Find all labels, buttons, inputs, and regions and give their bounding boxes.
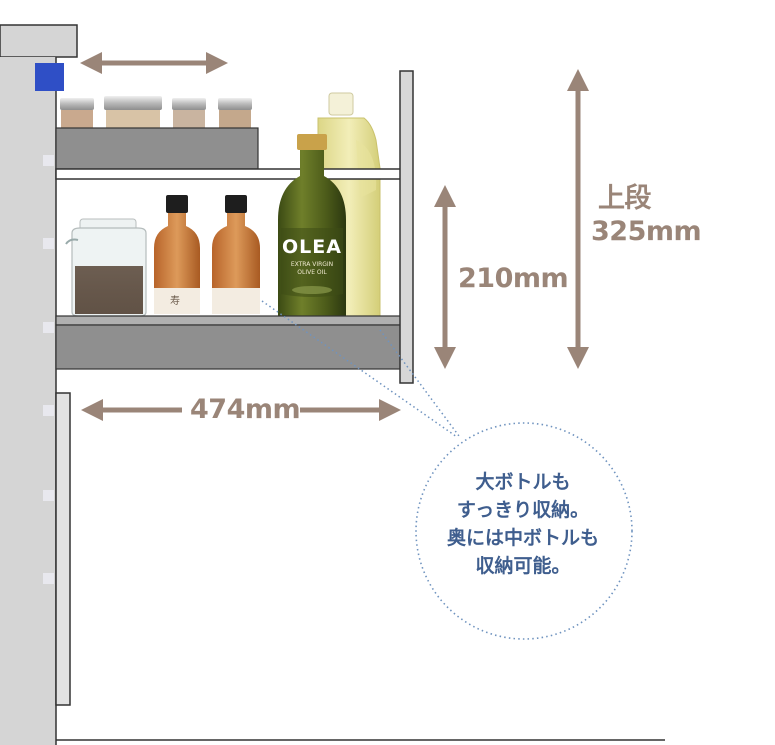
callout-line-4: 収納可能。 — [475, 555, 571, 577]
callout-pointer — [261, 300, 460, 438]
olive-oil-bottle: OLEA EXTRA VIRGIN OLIVE OIL — [278, 134, 346, 316]
top-step-tray — [55, 127, 259, 170]
small-amber-bottle-1: 寿 — [154, 195, 200, 314]
small-amber-bottle-2 — [212, 195, 260, 314]
lower-tray — [55, 315, 402, 370]
top-shelf-board — [55, 168, 402, 180]
cabinet-side-panel — [0, 24, 665, 745]
width-value: 474mm — [190, 394, 301, 425]
callout-circle — [415, 422, 633, 640]
glass-jar — [65, 218, 147, 317]
blue-marker-square — [35, 63, 64, 91]
drawer-front-post — [399, 70, 414, 384]
inner-height-value: 210mm — [458, 263, 569, 294]
top-tier-height-value: 325mm — [591, 216, 702, 247]
top-tier-label: 上段 — [598, 183, 652, 214]
callout-line-2: すっきり収納。 — [456, 499, 590, 521]
olive-oil-line2: OLIVE OIL — [297, 269, 327, 276]
spice-jars — [60, 96, 252, 128]
olive-oil-line1: EXTRA VIRGIN — [291, 261, 333, 268]
callout-line-3: 奥には中ボトルも — [446, 527, 599, 549]
shelf-pin-holes — [43, 155, 54, 584]
callout-line-1: 大ボトルも — [475, 471, 571, 493]
small-bottle-mark: 寿 — [170, 294, 180, 307]
olive-oil-brand: OLEA — [282, 236, 342, 258]
callout-text: 大ボトルも すっきり収納。 奥には中ボトルも 収納可能。 — [410, 468, 636, 580]
